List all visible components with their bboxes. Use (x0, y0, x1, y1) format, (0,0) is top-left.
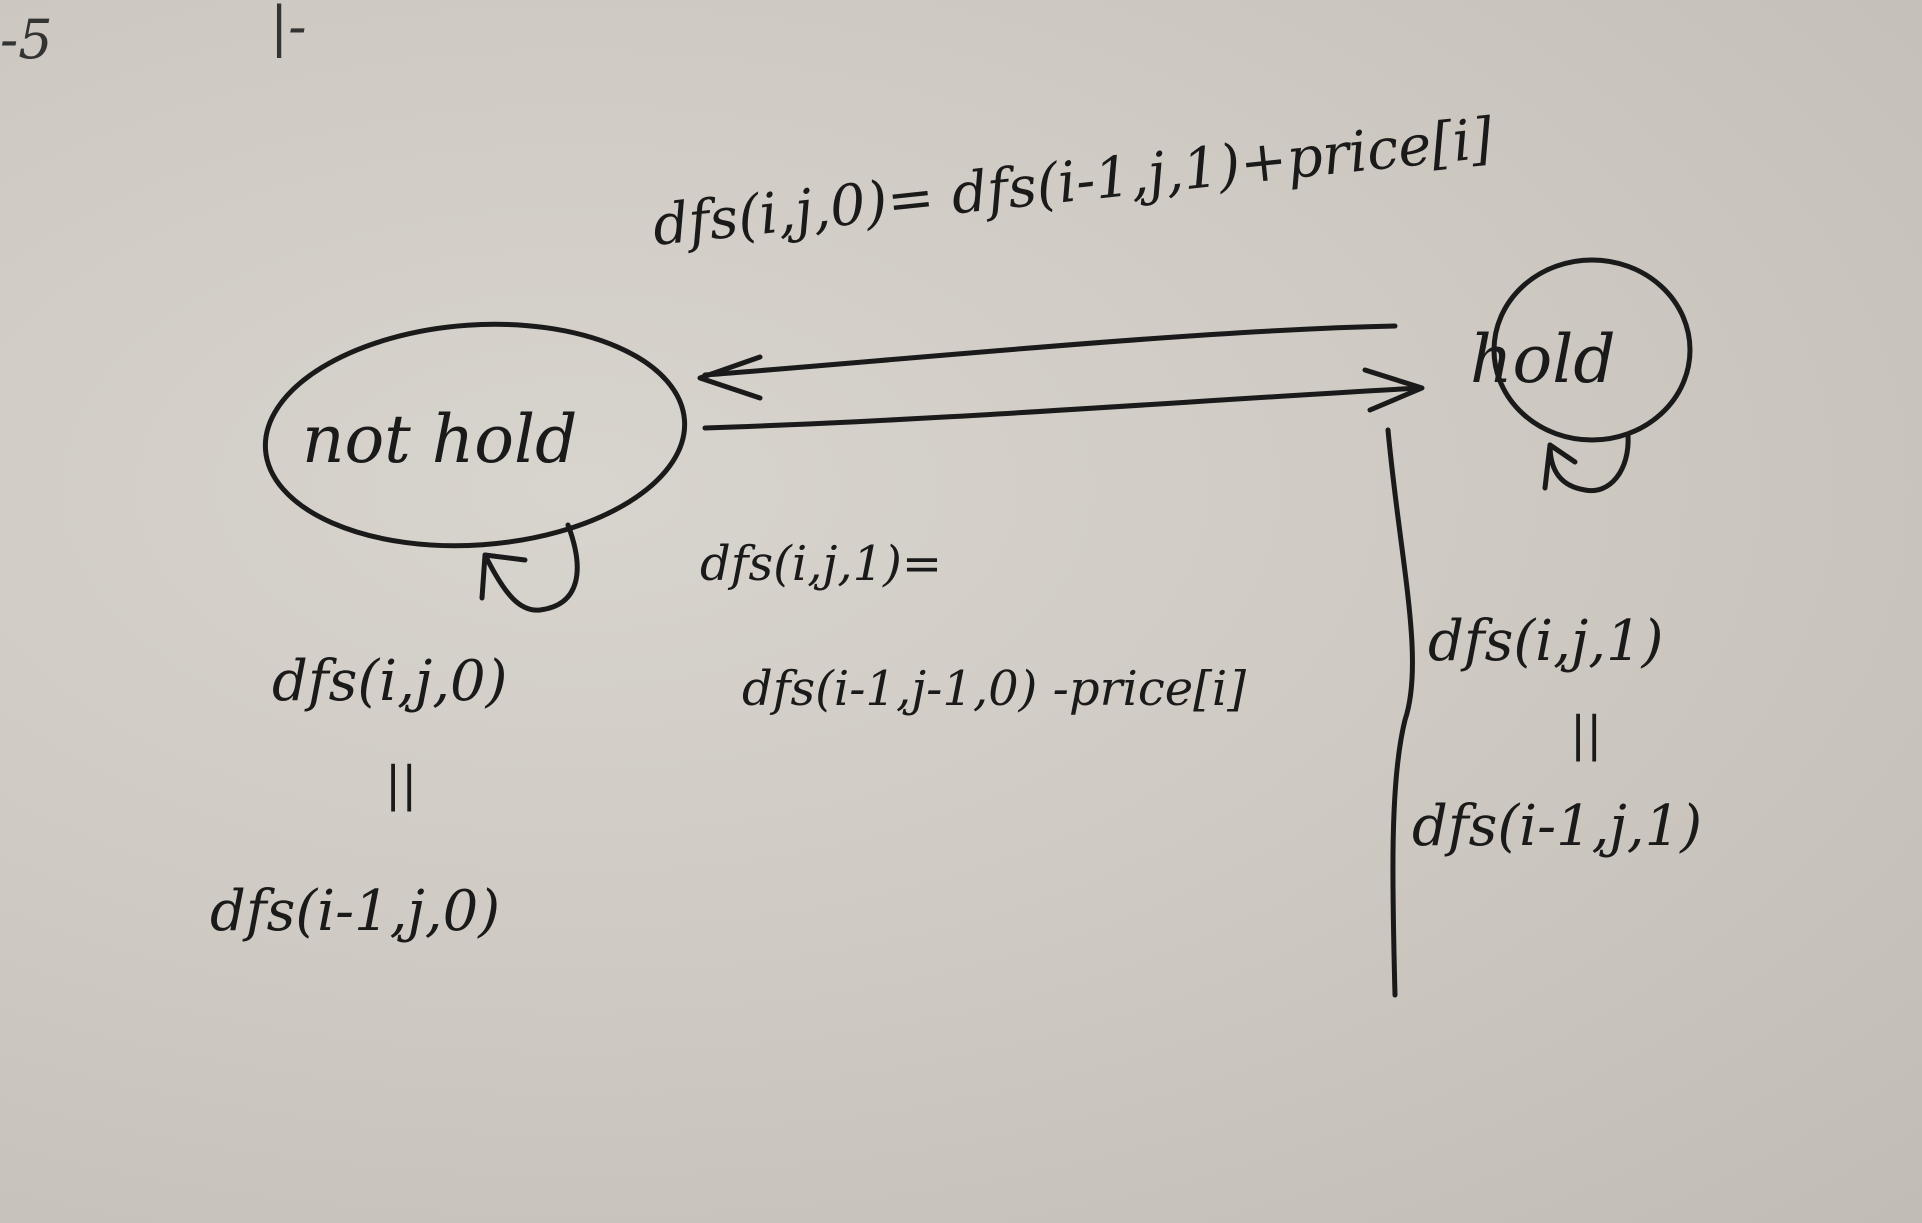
buy-arrowhead (1362, 367, 1425, 413)
buy-equation-rhs: dfs(i-1,j-1,0) -price[i] (742, 661, 1246, 717)
sell-transition-arrow (702, 323, 1398, 378)
divider-line (1385, 427, 1415, 998)
not-hold-self-rhs: dfs(i-1,j,0) (210, 879, 500, 944)
not-hold-self-loop (482, 522, 580, 613)
hold-self-equals: || (1570, 706, 1602, 762)
corner-mark-left: -5 (0, 8, 53, 71)
not-hold-loop-arrowhead (479, 552, 528, 601)
hold-self-lhs: dfs(i,j,1) (1428, 609, 1664, 674)
not-hold-self-lhs: dfs(i,j,0) (272, 649, 508, 714)
state-hold-node (1491, 257, 1693, 443)
state-hold-label: hold (1470, 321, 1616, 398)
state-not-hold-node (262, 321, 688, 549)
sell-arrowhead (697, 354, 763, 401)
hold-self-rhs: dfs(i-1,j,1) (1412, 794, 1702, 859)
buy-transition-arrow (702, 385, 1423, 431)
state-not-hold-label: not hold (302, 401, 577, 478)
corner-mark-top: |- (270, 0, 306, 58)
hold-loop-arrowhead (1542, 442, 1578, 491)
hold-self-loop (1547, 432, 1631, 494)
sell-equation: dfs(i,j,0)= dfs(i-1,j,1)+price[i] (650, 106, 1496, 259)
not-hold-self-equals: || (385, 756, 417, 812)
buy-equation-lhs: dfs(i,j,1)= (700, 536, 942, 592)
